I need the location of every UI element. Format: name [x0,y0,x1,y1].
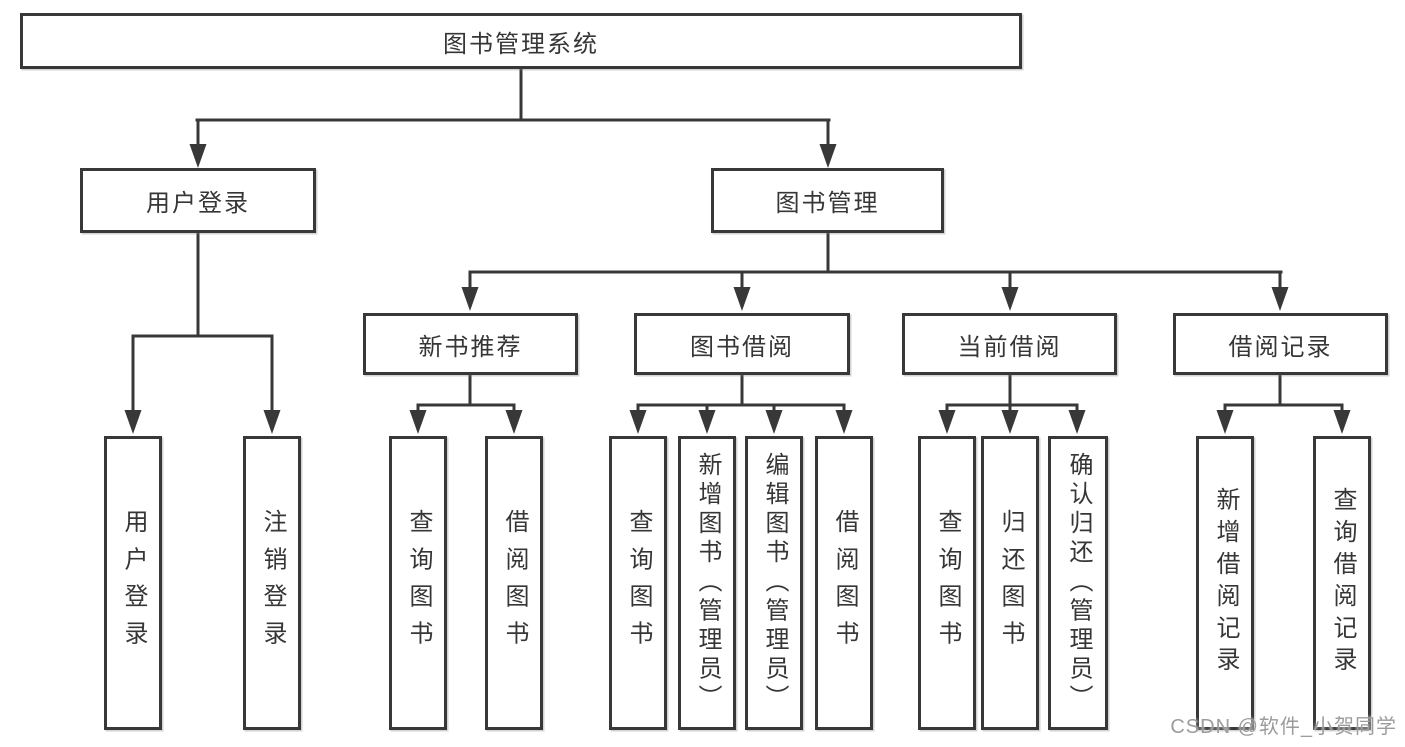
node-label: 查询图书 [405,508,432,658]
node-label: 借阅图书 [501,508,528,658]
arrowhead-down-icon [409,410,427,434]
arrowhead-down-icon [733,287,751,311]
leaf-logout: 注销登录 [243,436,301,730]
leaf-query-borrow-record: 查询借阅记录 [1313,436,1371,730]
node-label: 编辑图书（管理员） [761,452,788,714]
node-label: 图书借阅 [690,333,794,361]
node-borrow-record: 借阅记录 [1173,313,1388,375]
node-label: 归还图书 [997,508,1024,658]
node-new-book-recommend: 新书推荐 [363,313,578,375]
node-label: 新书推荐 [418,333,523,361]
node-label: 用户登录 [120,508,147,658]
leaf-user-login: 用户登录 [104,436,162,730]
leaf-query-book-borrow: 查询图书 [609,436,667,730]
node-label: 用户登录 [146,190,250,217]
node-label: 查询图书 [934,508,961,658]
csdn-watermark: CSDN @软件_小贺同学 [1170,716,1397,738]
arrowhead-down-icon [629,410,647,434]
leaf-confirm-return-admin: 确认归还（管理员） [1048,436,1108,730]
node-current-borrow: 当前借阅 [902,313,1117,375]
leaf-query-book-current: 查询图书 [918,436,976,730]
node-user-login: 用户登录 [80,168,316,233]
node-book-management-system: 图书管理系统 [20,13,1022,69]
node-label: 新增借阅记录 [1212,487,1239,679]
arrowhead-down-icon [1333,410,1351,434]
node-label: 注销登录 [259,508,286,658]
arrowhead-down-icon [124,410,142,434]
node-label: 查询图书 [625,508,652,658]
arrowhead-down-icon [1001,410,1019,434]
arrowhead-down-icon [819,144,837,168]
node-label: 查询借阅记录 [1329,487,1356,679]
node-label: 借阅图书 [831,508,858,658]
arrowhead-down-icon [1001,287,1019,311]
node-label: 新增图书（管理员） [694,452,721,714]
arrowhead-down-icon [835,410,853,434]
leaf-add-borrow-record: 新增借阅记录 [1196,436,1254,730]
arrowhead-down-icon [461,287,479,311]
arrowhead-down-icon [1068,410,1086,434]
leaf-query-book-recommend: 查询图书 [389,436,447,730]
leaf-borrow-book-recommend: 借阅图书 [485,436,543,730]
leaf-add-book-admin: 新增图书（管理员） [678,436,736,730]
arrowhead-down-icon [1271,287,1289,311]
arrowhead-down-icon [938,410,956,434]
arrowhead-down-icon [189,144,207,168]
arrowhead-down-icon [263,410,281,434]
leaf-borrow-book: 借阅图书 [815,436,873,730]
node-book-management: 图书管理 [711,168,944,233]
node-label: 当前借阅 [957,333,1062,361]
arrowhead-down-icon [698,410,716,434]
node-label: 图书管理 [775,190,880,217]
node-book-borrow: 图书借阅 [634,313,850,375]
node-label: 借阅记录 [1228,333,1333,361]
node-label: 图书管理系统 [443,30,599,58]
node-label: 确认归还（管理员） [1065,452,1092,714]
leaf-edit-book-admin: 编辑图书（管理员） [745,436,803,730]
arrowhead-down-icon [505,410,523,434]
leaf-return-book: 归还图书 [981,436,1039,730]
arrowhead-down-icon [765,410,783,434]
arrowhead-down-icon [1216,410,1234,434]
